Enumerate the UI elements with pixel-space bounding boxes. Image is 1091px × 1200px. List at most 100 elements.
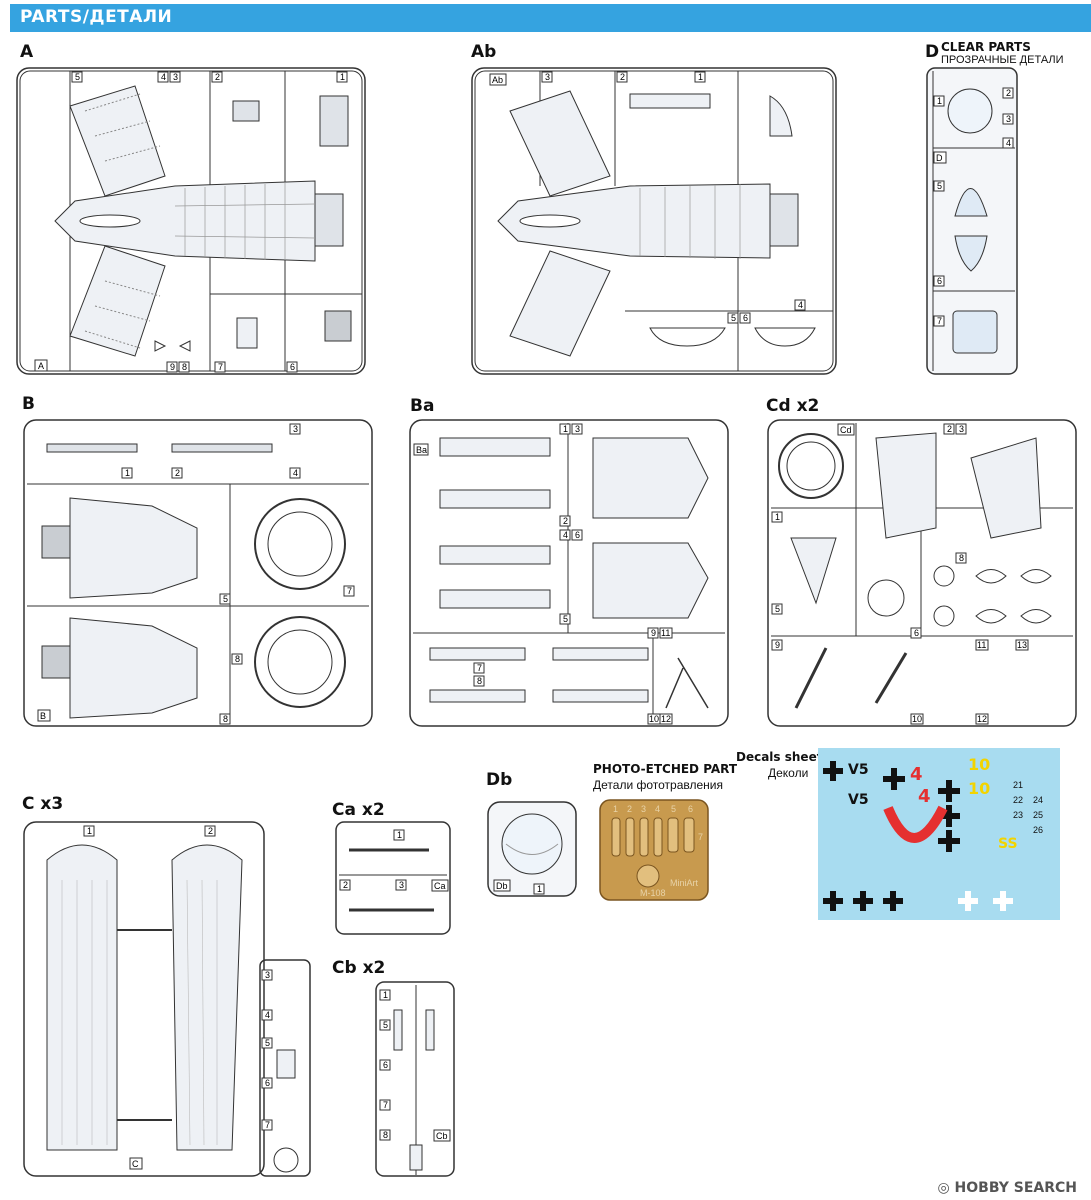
svg-text:5: 5 xyxy=(563,614,568,624)
svg-text:2: 2 xyxy=(563,516,568,526)
svg-text:3: 3 xyxy=(959,424,964,434)
svg-text:4: 4 xyxy=(655,804,660,814)
clear-parts-title: CLEAR PARTS xyxy=(941,40,1031,54)
svg-text:22: 22 xyxy=(1013,795,1023,805)
svg-text:12: 12 xyxy=(977,714,987,724)
svg-text:8: 8 xyxy=(223,714,228,724)
svg-text:11: 11 xyxy=(977,640,986,650)
sprue-db: Db 1 xyxy=(486,800,578,900)
sprue-db-drawing: Db 1 xyxy=(487,801,577,897)
a-num-5: 5 xyxy=(75,72,80,82)
svg-text:7: 7 xyxy=(383,1100,388,1110)
decal-code-v5-b: V5 xyxy=(848,792,869,808)
photo-etched-title: PHOTO-ETCHED PART xyxy=(593,762,738,776)
svg-text:3: 3 xyxy=(399,880,404,890)
svg-text:6: 6 xyxy=(937,276,942,286)
photo-etched-brand: MiniArt xyxy=(670,878,699,888)
sprue-a: 5 4 3 2 1 9 8 7 6 A xyxy=(15,66,367,378)
svg-text:21: 21 xyxy=(1013,780,1023,790)
svg-text:6: 6 xyxy=(914,628,919,638)
decal-code-ss: SS xyxy=(998,836,1018,852)
svg-text:12: 12 xyxy=(661,714,671,724)
svg-text:1: 1 xyxy=(125,468,130,478)
svg-text:6: 6 xyxy=(743,313,748,323)
sprue-label-db: Db xyxy=(486,770,513,790)
sprue-label-cd: Cd x2 xyxy=(766,396,820,416)
svg-text:Ca: Ca xyxy=(434,881,446,891)
decal-sheet: V5 V5 4 4 10 10 SS 21 22 23 24 25 26 xyxy=(818,748,1060,920)
svg-text:4: 4 xyxy=(265,1010,270,1020)
svg-text:2: 2 xyxy=(175,468,180,478)
svg-text:6: 6 xyxy=(383,1060,388,1070)
svg-text:A: A xyxy=(38,361,44,371)
svg-text:Cb: Cb xyxy=(436,1131,448,1141)
sprue-b-drawing: 3 4 1 2 5 7 8 8 B xyxy=(23,419,373,727)
sprue-label-c: C x3 xyxy=(22,794,64,814)
decal-code-10-b: 10 xyxy=(968,779,990,798)
sprue-label-ba: Ba xyxy=(410,396,435,416)
svg-text:1: 1 xyxy=(613,804,618,814)
svg-text:2: 2 xyxy=(215,72,220,82)
sprue-ca: 1 2 3 Ca xyxy=(334,820,454,940)
svg-text:7: 7 xyxy=(218,362,223,372)
svg-text:Cd: Cd xyxy=(840,425,852,435)
svg-text:2: 2 xyxy=(947,424,952,434)
sprue-ba: Ba 1 3 2 4 6 5 9 11 7 8 10 12 xyxy=(408,418,730,730)
decal-code-10: 10 xyxy=(968,755,990,774)
svg-text:9: 9 xyxy=(775,640,780,650)
svg-text:4: 4 xyxy=(798,300,803,310)
svg-text:1: 1 xyxy=(937,96,942,106)
sprue-cb-drawing: 1 5 6 7 8 Cb xyxy=(375,981,455,1177)
sprue-ab: Ab 3 2 1 4 5 6 xyxy=(470,66,840,378)
svg-text:8: 8 xyxy=(383,1130,388,1140)
svg-text:1: 1 xyxy=(383,990,388,1000)
svg-text:2: 2 xyxy=(1006,88,1011,98)
sprue-label-ca: Ca x2 xyxy=(332,800,385,820)
svg-text:8: 8 xyxy=(182,362,187,372)
svg-text:1: 1 xyxy=(775,512,780,522)
svg-text:13: 13 xyxy=(1017,640,1027,650)
decals-subtitle: Деколи xyxy=(768,766,809,780)
svg-text:4: 4 xyxy=(1006,138,1011,148)
svg-text:3: 3 xyxy=(1006,114,1011,124)
sprue-cb: 1 5 6 7 8 Cb xyxy=(374,980,458,1180)
photo-etched-subtitle: Детали фототравления xyxy=(593,778,723,792)
svg-text:7: 7 xyxy=(937,316,942,326)
svg-text:25: 25 xyxy=(1033,810,1043,820)
sprue-ba-drawing: Ba 1 3 2 4 6 5 9 11 7 8 10 12 xyxy=(409,419,729,727)
svg-text:2: 2 xyxy=(620,72,625,82)
svg-text:7: 7 xyxy=(347,586,352,596)
svg-text:7: 7 xyxy=(477,663,482,673)
svg-text:5: 5 xyxy=(937,181,942,191)
svg-text:6: 6 xyxy=(265,1078,270,1088)
svg-text:7: 7 xyxy=(698,832,703,842)
svg-text:1: 1 xyxy=(698,72,703,82)
svg-text:5: 5 xyxy=(265,1038,270,1048)
hobby-search-logo-icon: ◎ xyxy=(937,1180,955,1196)
svg-text:2: 2 xyxy=(627,804,632,814)
decal-code-4: 4 xyxy=(910,764,923,785)
svg-text:6: 6 xyxy=(688,804,693,814)
svg-text:C: C xyxy=(132,1159,139,1169)
svg-text:1: 1 xyxy=(397,830,402,840)
sprue-d-drawing: 1 2 3 4 D 5 6 7 xyxy=(926,67,1018,375)
svg-text:3: 3 xyxy=(173,72,178,82)
svg-text:8: 8 xyxy=(477,676,482,686)
svg-text:3: 3 xyxy=(265,970,270,980)
sprue-ca-drawing: 1 2 3 Ca xyxy=(335,821,451,935)
svg-text:23: 23 xyxy=(1013,810,1023,820)
svg-text:8: 8 xyxy=(959,553,964,563)
svg-text:5: 5 xyxy=(223,594,228,604)
sprue-label-d: D xyxy=(925,42,940,62)
sprue-label-cb: Cb x2 xyxy=(332,958,386,978)
svg-text:1: 1 xyxy=(340,72,345,82)
hobby-search-watermark: ◎ HOBBY SEARCH xyxy=(937,1180,1077,1196)
svg-text:5: 5 xyxy=(775,604,780,614)
clear-parts-subtitle: ПРОЗРАЧНЫЕ ДЕТАЛИ xyxy=(941,54,1064,66)
svg-text:7: 7 xyxy=(265,1120,270,1130)
photo-etched-code: M-108 xyxy=(640,888,666,898)
svg-text:10: 10 xyxy=(912,714,922,724)
svg-text:3: 3 xyxy=(575,424,580,434)
decal-code-4-b: 4 xyxy=(918,786,931,807)
